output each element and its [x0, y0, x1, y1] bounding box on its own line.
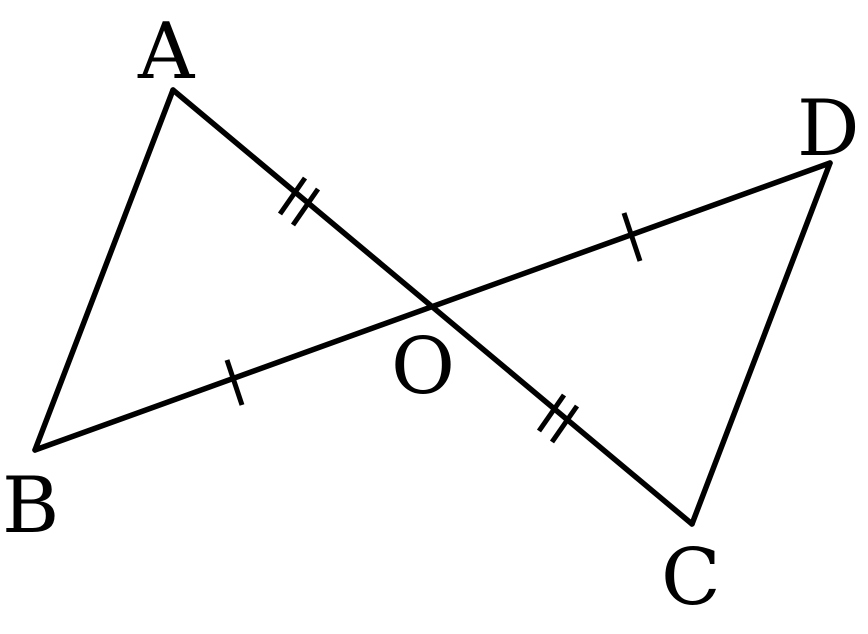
label-d: D	[797, 84, 860, 174]
segment-dc	[689, 160, 833, 527]
double-tick-ao	[277, 176, 321, 227]
label-c: C	[661, 533, 721, 623]
segment-ab	[32, 87, 176, 453]
label-a: A	[137, 7, 196, 97]
single-tick-od	[621, 212, 643, 262]
single-tick-bo	[224, 359, 245, 406]
label-o: O	[391, 322, 455, 412]
double-tick-oc	[536, 393, 580, 444]
segment-bd	[32, 160, 833, 453]
label-b: B	[2, 461, 59, 551]
